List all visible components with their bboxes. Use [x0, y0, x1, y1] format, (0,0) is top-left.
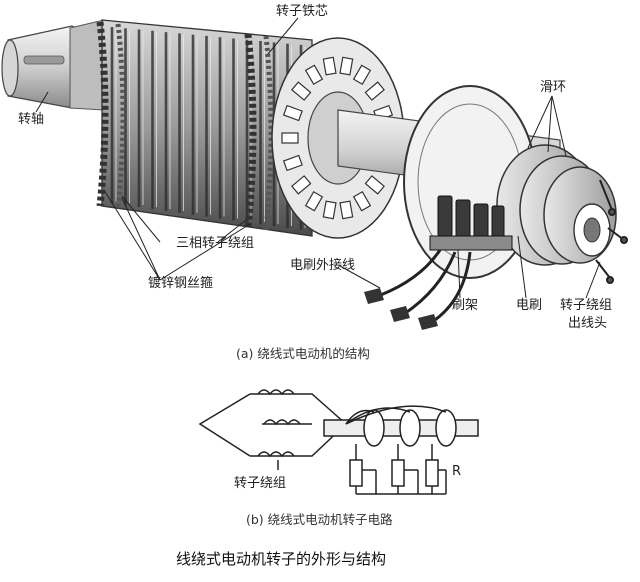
end-face-slot: [282, 154, 303, 172]
brush-external-leads: [377, 249, 472, 324]
end-face-slot: [322, 200, 337, 220]
caption-a: (a) 绕线式电动机的结构: [236, 346, 370, 361]
caption-b: (b) 绕线式电动机转子电路: [246, 512, 393, 527]
end-face-slot: [291, 81, 312, 101]
label-shaft: 转轴: [18, 112, 45, 127]
end-face-slot: [364, 175, 385, 195]
end-face-slot: [364, 81, 385, 101]
slip-rings: [496, 144, 617, 266]
end-face-slot: [291, 175, 312, 195]
label-resistor: R: [452, 464, 462, 479]
rotor-core: [96, 19, 313, 237]
label-winding-lead-1: 转子绕组: [560, 298, 613, 313]
end-face-slot: [352, 64, 372, 86]
end-face-slot: [304, 64, 324, 86]
end-face-slot: [352, 190, 372, 212]
label-banding-wire: 镀锌钢丝箍: [148, 276, 214, 291]
label-brush: 电刷: [516, 298, 543, 313]
rotor-circuit: [198, 389, 479, 495]
end-face-slot: [339, 200, 354, 220]
end-face-slot: [281, 132, 299, 144]
label-rotor-winding: 转子绕组: [234, 476, 287, 491]
label-three-phase-winding: 三相转子绕组: [176, 236, 255, 251]
label-winding-lead-2: 出线头: [568, 316, 608, 331]
winding-terminals: [595, 179, 628, 284]
end-face-slot: [282, 104, 303, 122]
figure-title: 线绕式电动机转子的外形与结构: [176, 550, 387, 568]
label-slip-rings: 滑环: [540, 80, 567, 95]
brushes: [429, 195, 513, 251]
lead-terminals: [364, 288, 438, 330]
label-brush-lead: 电刷外接线: [290, 258, 356, 273]
leader-lines-a: [35, 17, 601, 299]
label-rotor-core: 转子铁芯: [276, 4, 329, 19]
shaft: [1, 19, 105, 111]
end-face-slot: [304, 190, 324, 212]
end-face-slot: [322, 56, 337, 76]
label-brush-holder: 刷架: [452, 298, 479, 313]
end-face-slot: [339, 56, 354, 76]
